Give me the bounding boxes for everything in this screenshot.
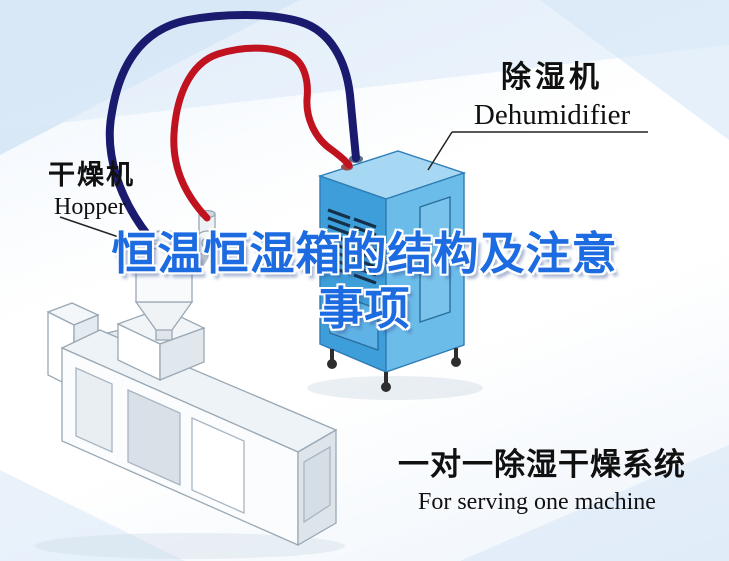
dehumidifier-vents xyxy=(327,208,377,285)
dehumidifier-side-door xyxy=(419,196,451,323)
system-label-en: For serving one machine xyxy=(418,489,656,516)
title-line-1: 恒温恒湿箱的结构及注意 xyxy=(111,227,618,280)
dehumidifier-label: 除湿机 Dehumidifier xyxy=(452,62,652,130)
dehumidifier-callout-line xyxy=(427,131,648,171)
dehumidifier-illustration xyxy=(307,150,483,400)
hopper-callout-line xyxy=(59,216,149,248)
extruder-machine-illustration xyxy=(35,302,345,559)
bg-corner-bottom-right xyxy=(460,445,729,561)
hopper-label-zh: 干燥机 xyxy=(48,160,135,191)
red-supply-pipe xyxy=(170,44,353,222)
system-label-zh: 一对一除湿干燥系统 xyxy=(398,447,686,483)
dehumidifier-casters xyxy=(327,348,461,392)
bg-corner-bottom-left xyxy=(0,470,185,561)
dehumidifier-front-panel xyxy=(329,291,379,351)
system-label: 一对一除湿干燥系统 For serving one machine xyxy=(398,448,686,515)
dehumidifier-label-en: Dehumidifier xyxy=(473,98,631,131)
title-line-2: 事项 xyxy=(318,282,411,335)
bg-corner-top-right xyxy=(540,0,729,140)
dehumidifier-label-zh: 除湿机 xyxy=(501,60,603,95)
blue-return-pipe xyxy=(105,10,360,242)
poster-title: 恒温恒湿箱的结构及注意 事项 xyxy=(0,226,729,336)
hopper-label-en: Hopper xyxy=(54,194,126,221)
hopper-label: 干燥机 Hopper xyxy=(48,160,135,221)
